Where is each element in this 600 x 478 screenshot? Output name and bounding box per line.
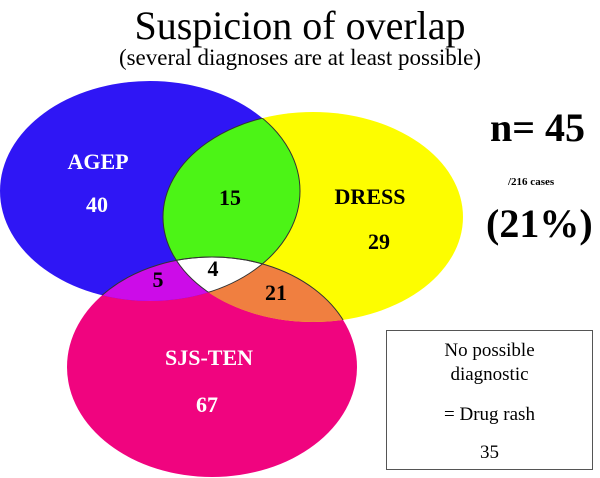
sjs-ten-value: 67	[196, 392, 218, 417]
sjs-ten-label: SJS-TEN	[164, 345, 254, 370]
agep-label: AGEP	[67, 149, 129, 174]
page-subtitle: (several diagnoses are at least possible…	[118, 45, 482, 70]
dress-label: DRESS	[334, 184, 406, 209]
page-title: Suspicion of overlap	[134, 3, 466, 48]
box-line2: diagnostic	[450, 364, 529, 385]
agep-value: 40	[86, 192, 108, 217]
total-cases: /216 cases	[508, 176, 555, 188]
box-line1: No possible	[444, 340, 535, 361]
agep-sjs-value: 5	[152, 267, 164, 292]
all-three-value: 4	[207, 256, 219, 281]
box-line3: = Drug rash	[444, 404, 535, 425]
dress-value: 29	[368, 229, 390, 254]
no-diagnosis-box: No possible diagnostic = Drug rash 35	[386, 330, 593, 470]
dress-sjs-value: 21	[265, 280, 287, 305]
agep-dress-value: 15	[219, 185, 241, 210]
overlap-total: n= 45	[490, 105, 586, 150]
dress-sjs-region	[163, 257, 357, 322]
box-value: 35	[480, 442, 499, 463]
overlap-percent: (21%)	[486, 201, 593, 246]
